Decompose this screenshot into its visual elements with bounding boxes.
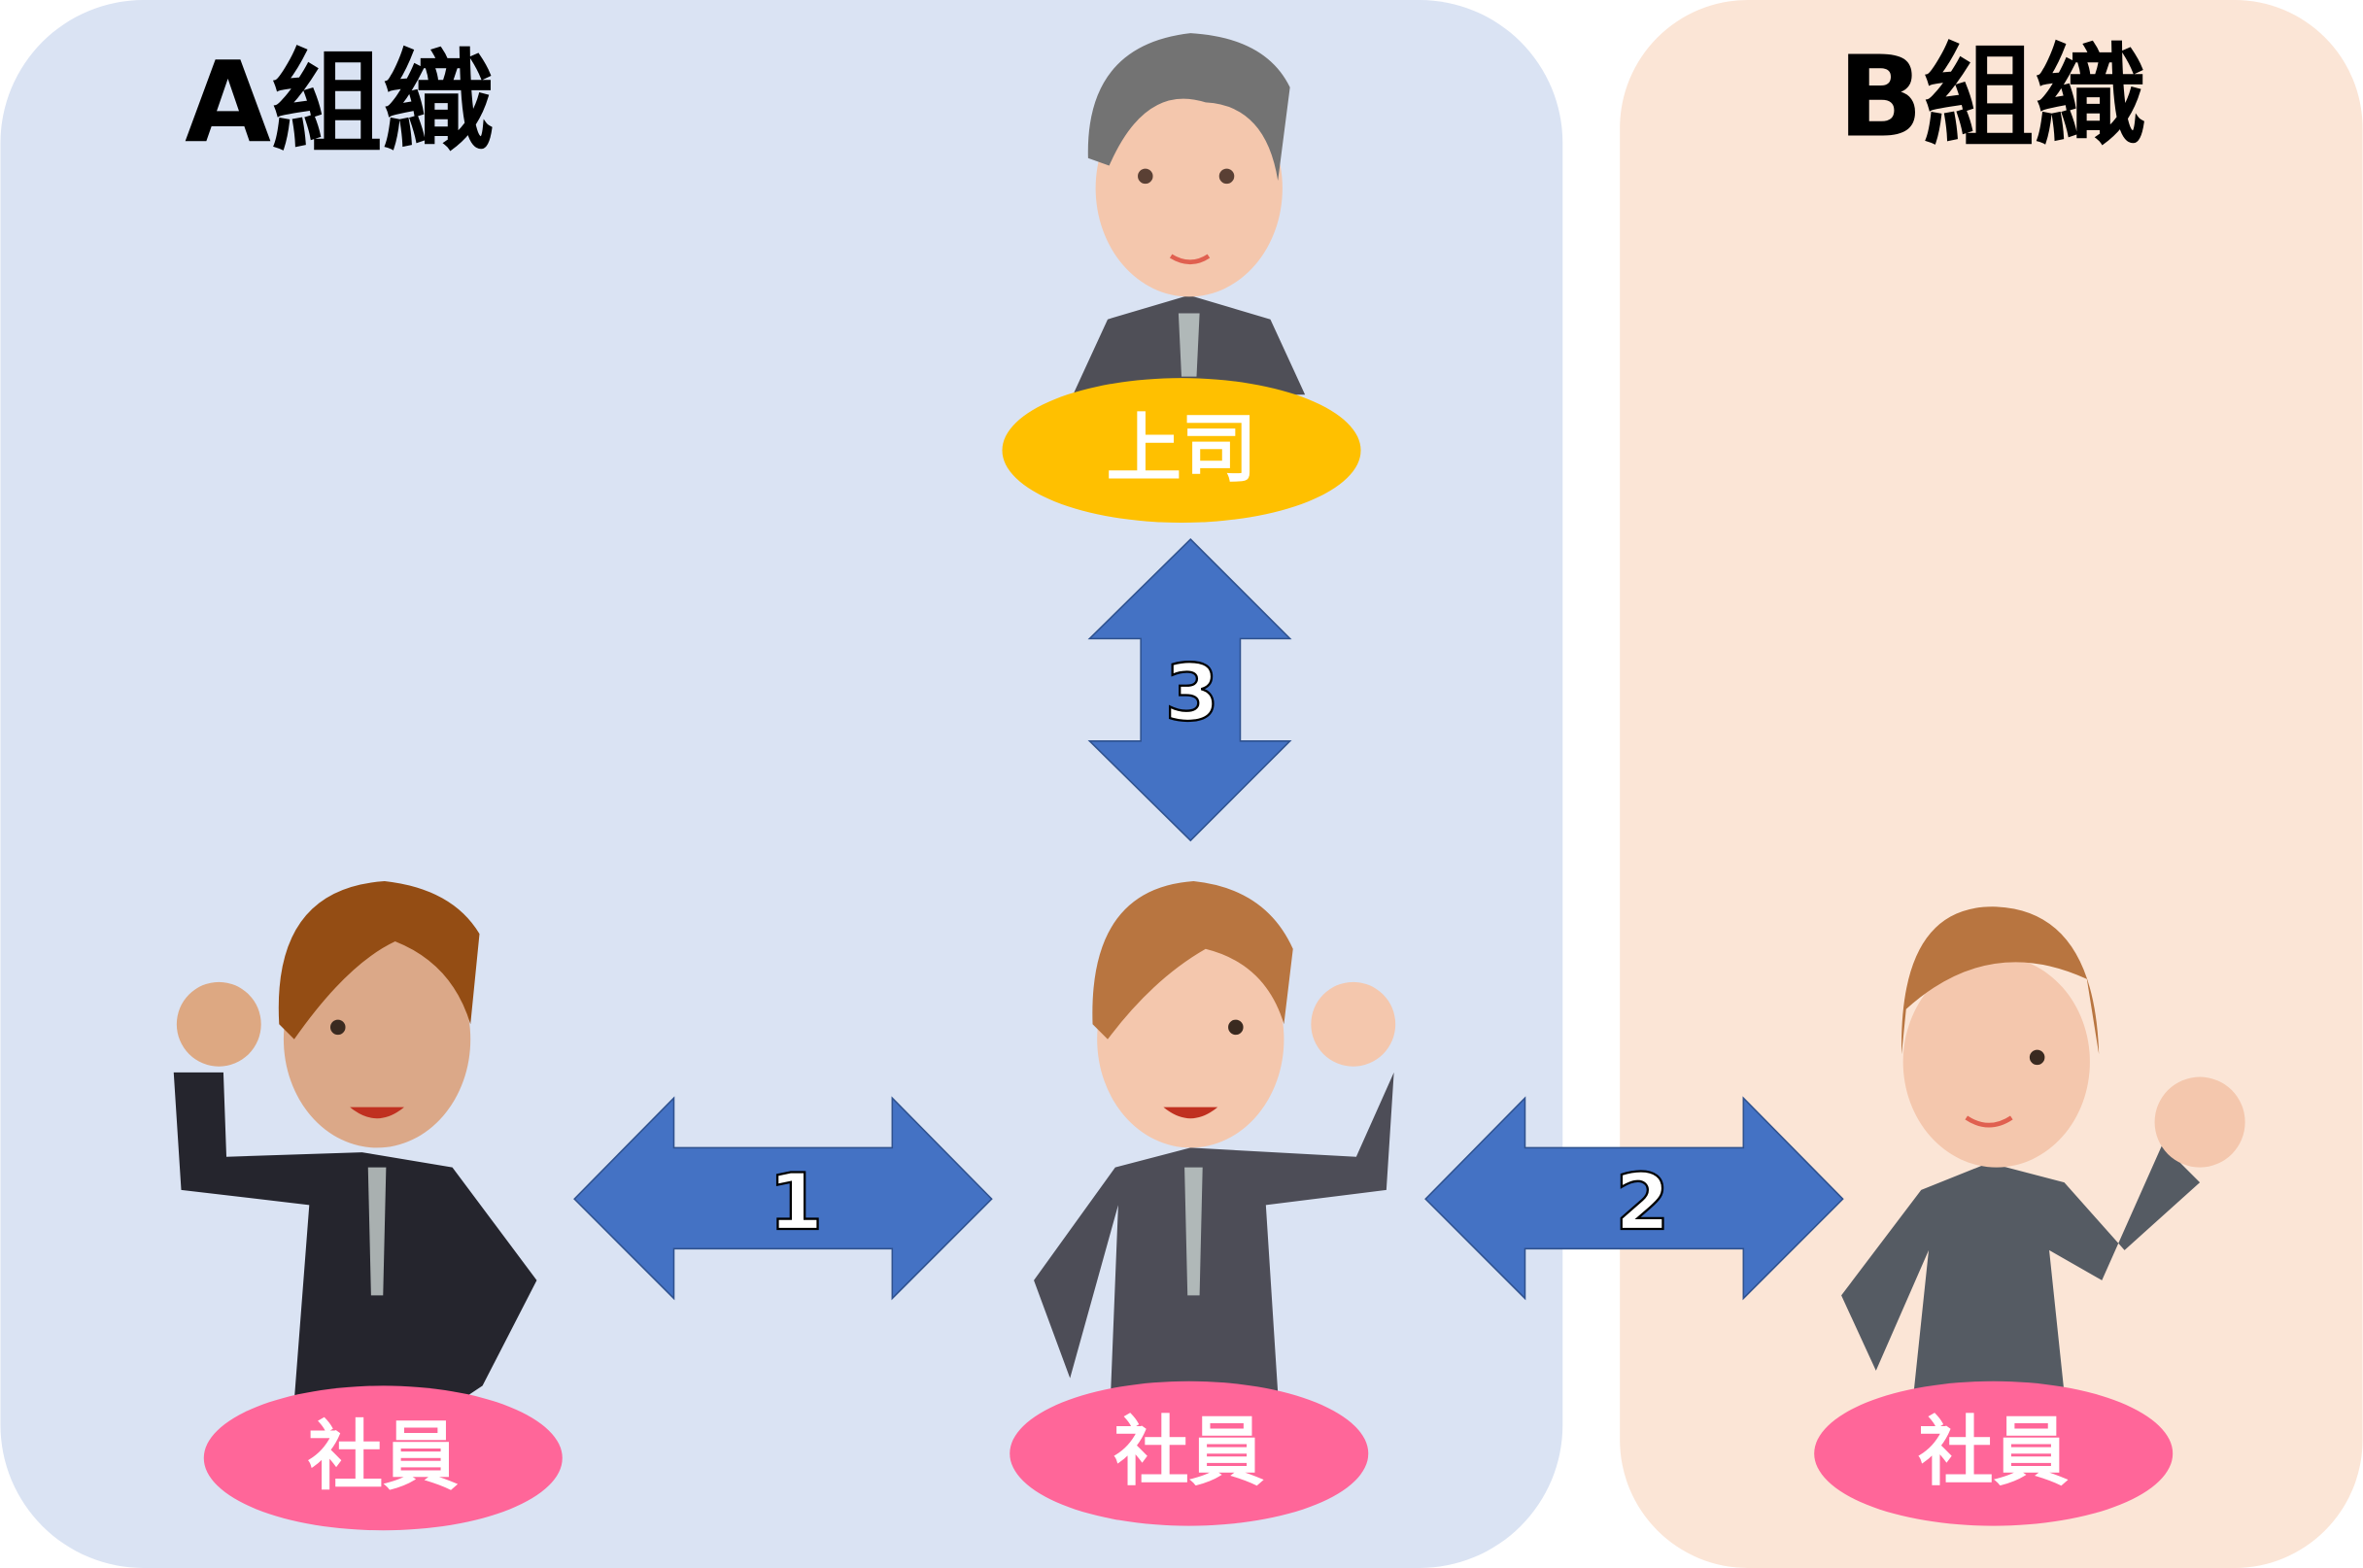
employee-figure-3 (1841, 906, 2245, 1394)
boss-figure (1073, 33, 1306, 395)
employee-label-3: 社員 (1918, 1409, 2069, 1496)
employee-badge-1 (203, 1385, 563, 1531)
arrow-3-vertical (1087, 537, 1292, 842)
employee-badge-2 (1010, 1381, 1369, 1526)
arrow-1-label: 1 (769, 1157, 823, 1248)
employee-figure-2 (1034, 881, 1396, 1394)
arrow-3-label: 3 (1165, 648, 1219, 739)
org-b-title: B組織 (1838, 34, 2146, 163)
employee-figure-1 (173, 881, 537, 1401)
arrow-1-horizontal (573, 1096, 993, 1301)
org-a-panel (0, 0, 1563, 1568)
boss-badge (1002, 378, 1361, 523)
employee-label-1: 社員 (308, 1414, 459, 1501)
boss-label: 上司 (1106, 405, 1256, 493)
employee-label-2: 社員 (1113, 1409, 1264, 1496)
arrow-2-label: 2 (1615, 1157, 1669, 1248)
arrow-2-horizontal (1424, 1096, 1844, 1301)
employee-badge-3 (1814, 1381, 2174, 1526)
org-a-title: A組織 (185, 40, 494, 169)
